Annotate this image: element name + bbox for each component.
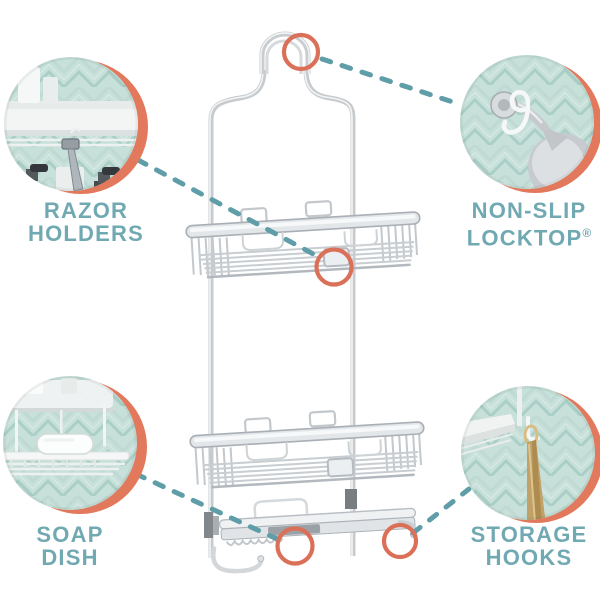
feature-label-storage-hooks: STORAGE HOOKS (448, 523, 600, 569)
registered-mark: ® (582, 226, 592, 240)
connector-razor-holders (135, 157, 320, 259)
callout-storage-hooks (461, 386, 600, 523)
connector-locktop (319, 56, 462, 107)
connector-soap-dish (133, 471, 280, 542)
label-line: HOLDERS (28, 221, 144, 246)
label-line: RAZOR (43, 198, 129, 223)
callout-connectors (133, 56, 472, 542)
bottom-basket (187, 404, 428, 490)
locktop-hook (501, 90, 531, 135)
highlight-ring-storage-hook (381, 522, 419, 560)
label-line: DISH (41, 545, 99, 570)
under-tray-hook (211, 546, 264, 574)
label-line: STORAGE (470, 522, 588, 547)
locktop-hanger-hook (259, 31, 311, 74)
storage-hooks-photo (461, 386, 595, 520)
callout-non-slip-locktop (460, 55, 600, 193)
razor-holder-hook (69, 127, 81, 134)
label-line: SOAP (36, 522, 104, 547)
wire-soap-shelf (3, 451, 130, 476)
callout-soap-dish (3, 376, 147, 514)
callout-razor-holders (4, 57, 148, 194)
label-line: NON-SLIP (471, 198, 587, 223)
label-line: HOOKS (485, 545, 573, 570)
highlight-ring-razor-slot (314, 247, 354, 287)
feature-label-razor-holders: RAZOR HOLDERS (6, 199, 166, 245)
razor-holders-photo (4, 57, 138, 191)
feature-label-non-slip-locktop: NON-SLIP LOCKTOP® (449, 199, 600, 249)
locktop-photo (460, 55, 594, 189)
feature-label-soap-dish: SOAP DISH (0, 523, 140, 569)
label-line: LOCKTOP (466, 225, 583, 251)
highlight-ring-soap-dish (275, 526, 315, 566)
top-basket (183, 194, 424, 280)
highlight-ring-locktop (281, 32, 321, 72)
soap-dish-photo (3, 376, 137, 510)
loofah-strap (523, 424, 546, 520)
highlight-rings (275, 32, 419, 566)
soap-bar (36, 433, 94, 455)
rail-clips (204, 489, 357, 538)
razor (61, 138, 84, 191)
caddy-frame-rails (208, 69, 356, 558)
